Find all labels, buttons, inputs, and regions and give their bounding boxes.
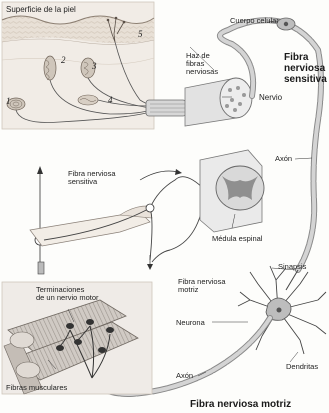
label-nerve-bundle: Haz de fibras nerviosas: [186, 52, 218, 76]
nerve-bundle: [146, 100, 186, 116]
label-spinal-cord: Médula espinal: [212, 234, 262, 243]
label-motor-fiber: Fibra nerviosa motriz: [178, 278, 226, 294]
label-axon-bottom: Axón: [176, 371, 193, 380]
label-motor-endings: Terminaciones de un nervio motor: [36, 286, 99, 302]
title-motor-fiber: Fibra nerviosa motriz: [190, 399, 291, 410]
title-sensory-fiber-line-2: nerviosa: [284, 63, 327, 74]
label-dendrites: Dendritas: [286, 362, 318, 371]
receptor-number-1: 1: [6, 97, 11, 106]
label-neuron: Neurona: [176, 318, 205, 327]
label-axon-top: Axón: [275, 154, 292, 163]
receptor-number-3: 3: [92, 62, 97, 71]
reflex-receptor-node: [146, 204, 154, 212]
sensory-cell-body: [277, 18, 295, 30]
spinal-cord-section: [200, 150, 264, 232]
label-muscle-fibers: Fibras musculares: [6, 383, 67, 392]
label-motor-fiber-line-2: motriz: [178, 286, 226, 294]
skin-panel: [2, 2, 154, 129]
label-cell-body: Cuerpo celular: [230, 16, 279, 25]
reflex-fibers: [44, 177, 205, 262]
label-sensory-fiber: Fibra nerviosa sensitiva: [68, 170, 116, 186]
receptor-4-ending: [78, 95, 98, 105]
label-skin-surface: Superficie de la piel: [6, 5, 76, 14]
receptor-number-2: 2: [61, 56, 66, 65]
label-motor-endings-line-2: de un nervio motor: [36, 294, 99, 302]
label-nerve: Nervio: [259, 93, 282, 102]
title-sensory-fiber-line-1: Fibra: [284, 52, 327, 63]
nerve-cross-section: [185, 78, 252, 126]
title-sensory-fiber-line-3: sensitiva: [284, 74, 327, 85]
label-sensory-fiber-line-2: sensitiva: [68, 178, 116, 186]
receptor-2-corpuscle: [44, 56, 56, 80]
receptor-number-5: 5: [138, 30, 143, 39]
label-nerve-bundle-line-3: nerviosas: [186, 68, 218, 76]
title-sensory-fiber: Fibra nerviosa sensitiva: [284, 52, 327, 85]
label-synapse: Sinapsis: [278, 262, 306, 271]
receptor-number-4: 4: [108, 96, 113, 105]
